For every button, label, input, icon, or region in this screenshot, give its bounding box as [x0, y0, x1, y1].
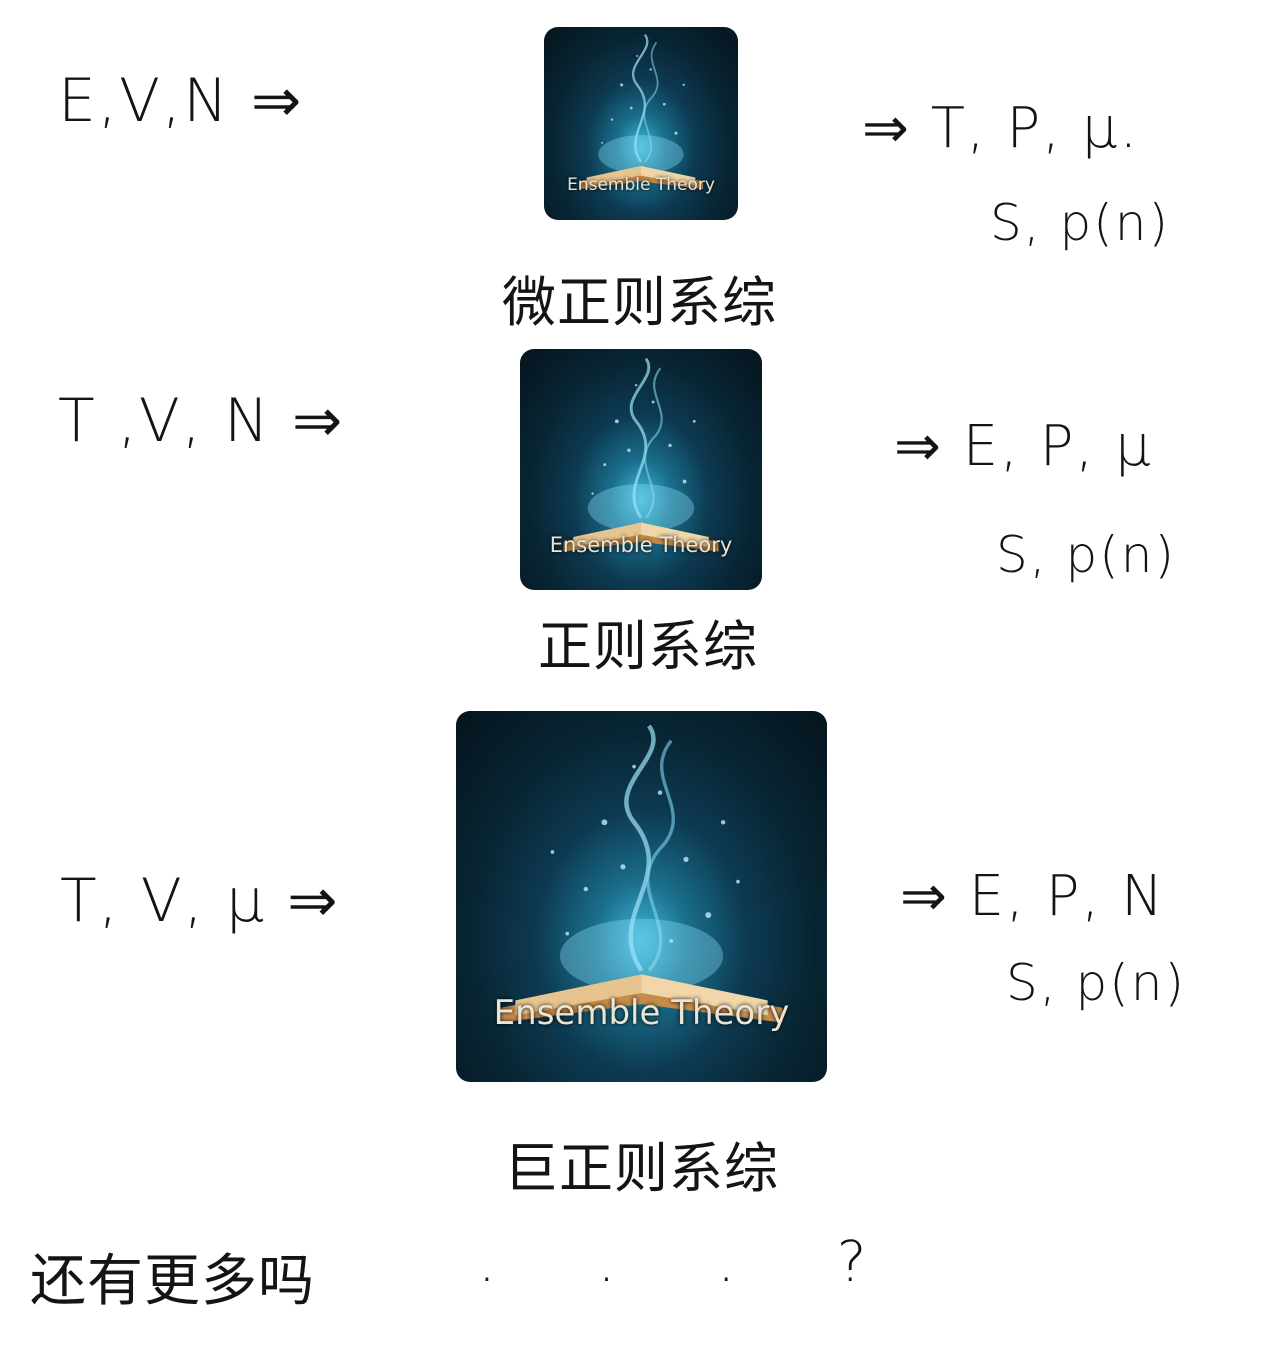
book-illustration-icon: [563, 357, 719, 552]
book-illustration-icon: [578, 34, 704, 190]
row2-inputs: T ,V, N ⇒: [58, 386, 345, 456]
row2-ensemble-book-image: Ensemble Theory: [520, 349, 762, 590]
row1-book-caption: Ensemble Theory: [567, 175, 715, 195]
row2-book-caption: Ensemble Theory: [549, 533, 733, 557]
more-question: 还有更多吗: [30, 1249, 315, 1314]
row3-inputs: T, V, μ ⇒: [60, 866, 340, 936]
row2-outputs-line1: ⇒ E, P, μ: [894, 414, 1153, 479]
row3-outputs-line2: S, p(n): [1006, 954, 1186, 1012]
row2-outputs-line2: S, p(n): [996, 526, 1176, 584]
row3-ensemble-name: 巨正则系综: [504, 1137, 779, 1200]
row1-outputs-line2: S, p(n): [990, 194, 1170, 252]
row1-ensemble-name: 微正则系综: [502, 271, 777, 334]
row1-outputs-line1: ⇒ T, P, μ.: [862, 96, 1140, 161]
row1-inputs: E,V,N ⇒: [58, 66, 304, 136]
row1-ensemble-book-image: Ensemble Theory: [544, 27, 738, 220]
book-illustration-icon: [500, 724, 783, 1023]
row2-ensemble-name: 正则系综: [538, 615, 758, 678]
ellipsis-question-mark: . . . ?: [478, 1230, 909, 1295]
row3-ensemble-book-image: Ensemble Theory: [456, 711, 827, 1082]
row3-outputs-line1: ⇒ E, P, N: [900, 864, 1165, 929]
row3-book-caption: Ensemble Theory: [493, 993, 790, 1033]
